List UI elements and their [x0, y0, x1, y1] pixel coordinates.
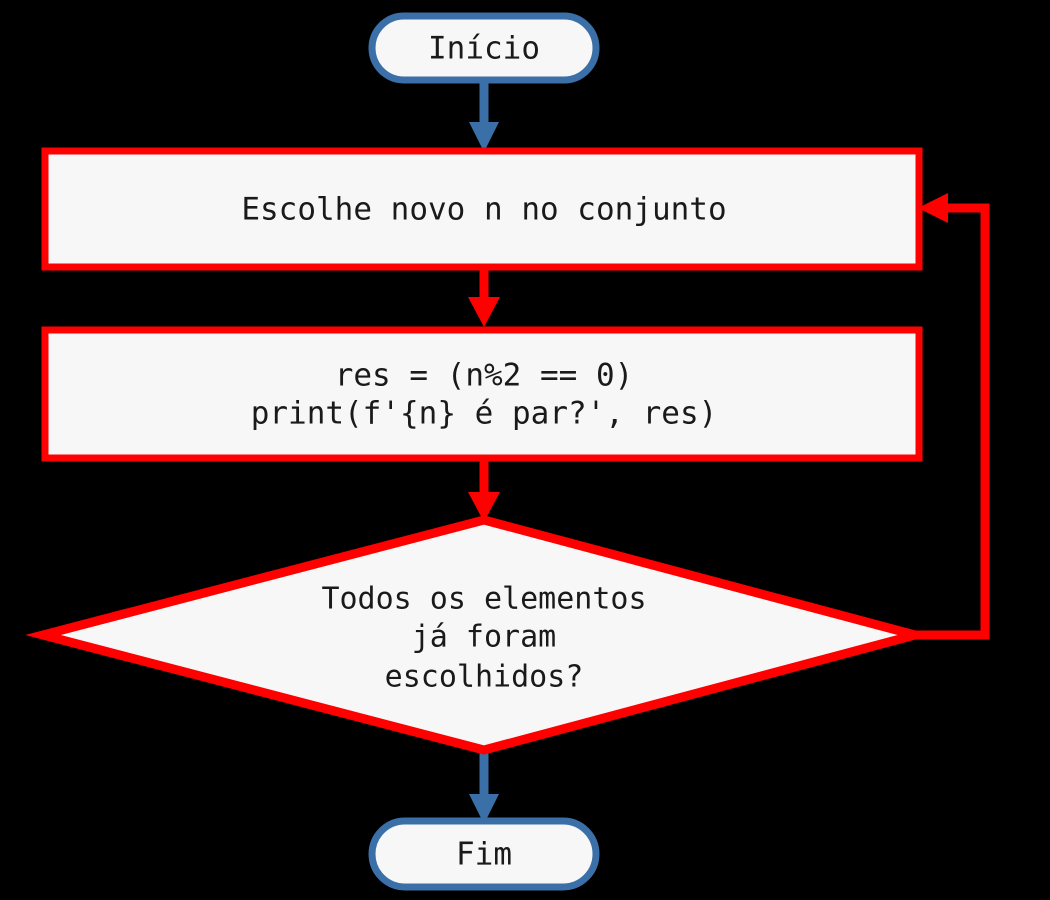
node-process-compute[interactable]: res = (n%2 == 0) print(f'{n} é par?', re… [41, 326, 923, 462]
decision-line3: escolhidos? [385, 660, 584, 695]
arrowhead-down-icon [468, 297, 500, 327]
decision-line2: já foram [412, 620, 557, 655]
decision-line1: Todos os elementos [321, 582, 646, 617]
arrowhead-down-icon [469, 122, 499, 152]
edge-decision-to-end [469, 750, 499, 824]
process-choose-shape[interactable] [41, 147, 923, 271]
edge-choose-to-compute [468, 268, 500, 327]
node-end[interactable]: Fim [368, 817, 600, 891]
end-capsule-shape[interactable] [368, 817, 600, 891]
node-process-choose[interactable]: Escolhe novo n no conjunto [41, 147, 923, 271]
arrowhead-left-icon [918, 193, 948, 223]
process-choose-label: Escolhe novo n no conjunto [241, 192, 726, 228]
start-label: Início [428, 31, 540, 67]
edge-start-to-choose [469, 80, 499, 152]
process-compute-shape[interactable] [41, 326, 923, 462]
start-capsule-shape[interactable] [368, 12, 600, 84]
arrowhead-down-icon [468, 492, 500, 522]
edge-decision-loop-back [915, 193, 990, 640]
edge-compute-to-decision [468, 458, 500, 522]
edge-line [915, 203, 990, 640]
node-decision[interactable]: Todos os elementos já foram escolhidos? [25, 515, 933, 755]
process-compute-line1: res = (n%2 == 0) [335, 358, 634, 394]
process-compute-line2: print(f'{n} é par?', res) [251, 396, 718, 432]
node-start[interactable]: Início [368, 12, 600, 84]
decision-diamond-shape[interactable] [25, 515, 933, 755]
arrowhead-down-icon [469, 794, 499, 824]
end-label: Fim [456, 837, 512, 873]
